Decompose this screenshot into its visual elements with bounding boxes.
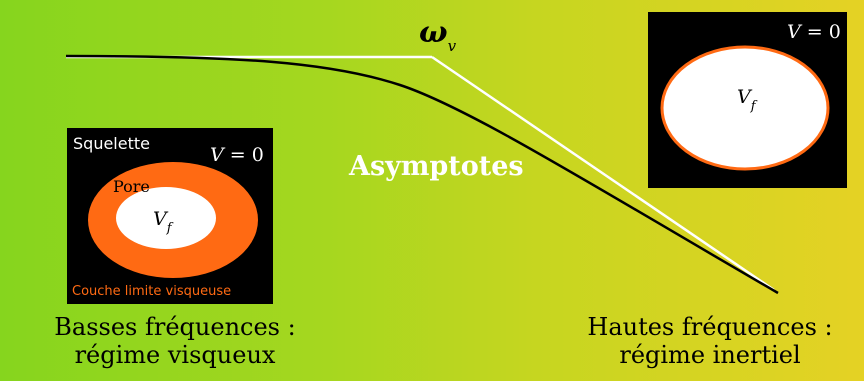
fluid-velocity-variable: V	[153, 208, 167, 230]
velocity-variable: V	[210, 144, 224, 166]
boundary-layer-label: Couche limite visqueuse	[72, 284, 232, 299]
velocity-equals: = 0	[800, 21, 841, 43]
low-frequency-pore-drawing	[88, 162, 258, 278]
low-frequency-caption: Basses fréquences : régime visqueux	[10, 313, 340, 369]
fluid-velocity-subscript: f	[166, 220, 172, 236]
cutoff-frequency-label: ωv	[419, 15, 457, 55]
low-frequency-caption-line1: Basses fréquences :	[54, 313, 296, 341]
velocity-equals: = 0	[223, 144, 264, 166]
asymptotes-label: Asymptotes	[349, 151, 524, 182]
pore-label: Pore	[113, 177, 150, 196]
omega-symbol: ω	[419, 15, 448, 50]
fluid-velocity-label: Vf	[153, 208, 172, 236]
high-frequency-caption: Hautes fréquences : régime inertiel	[540, 313, 864, 369]
low-frequency-panel: Squelette V = 0 Pore Vf Couche limite vi…	[67, 128, 273, 304]
response-curve	[65, 54, 779, 295]
fluid-velocity-variable: V	[737, 86, 751, 108]
velocity-zero-label: V = 0	[787, 21, 841, 43]
fluid-region	[660, 45, 830, 171]
high-frequency-caption-line1: Hautes fréquences :	[587, 313, 833, 341]
asymptote-high-frequency	[431, 55, 775, 292]
high-frequency-pore-drawing	[660, 45, 830, 171]
fluid-core	[116, 187, 216, 249]
fluid-velocity-label: Vf	[737, 86, 756, 114]
omega-subscript: v	[447, 37, 457, 55]
high-frequency-panel: V = 0 Vf	[648, 12, 847, 188]
high-frequency-caption-line2: régime inertiel	[619, 341, 801, 369]
fluid-velocity-subscript: f	[750, 98, 756, 114]
velocity-variable: V	[787, 21, 801, 43]
skeleton-label: Squelette	[73, 134, 150, 153]
velocity-zero-label: V = 0	[210, 144, 264, 166]
low-frequency-caption-line2: régime visqueux	[74, 341, 276, 369]
